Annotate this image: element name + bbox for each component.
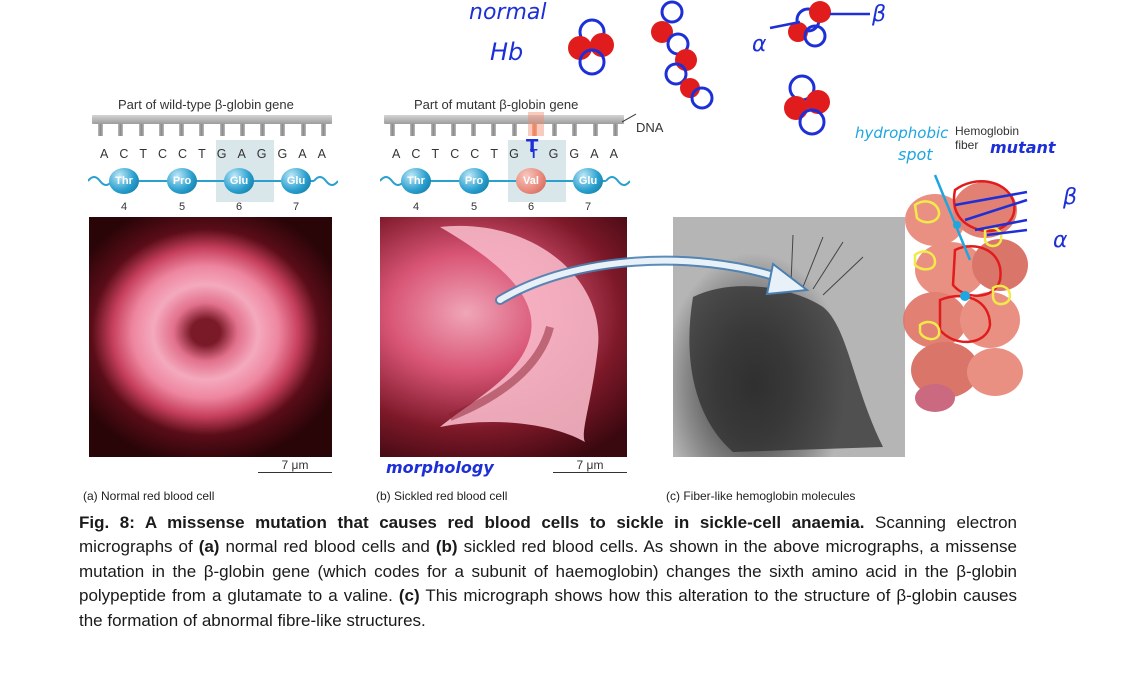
sickled-red-blood-cell-micrograph: [380, 217, 627, 457]
mutant-positions: 4 5 6 7: [413, 201, 592, 213]
caption-c: (c) Fiber-like hemoglobin molecules: [666, 489, 856, 503]
figure-caption: Fig. 8: A missense mutation that causes …: [79, 513, 1018, 630]
scale-bar-b: 7 μm: [553, 458, 627, 473]
dna-leader-line: [622, 113, 637, 123]
hemoglobin-fiber-label: Hemoglobin fiber: [955, 124, 1019, 152]
scale-bar-a: 7 μm: [258, 458, 332, 473]
fiber-texture: [689, 234, 883, 452]
wild-type-positions: 4 5 6 7: [121, 201, 300, 213]
mutant-dna-teeth: [390, 124, 618, 136]
mutation-site-highlight: [528, 112, 544, 136]
handwritten-hydrophobic: hydrophobic: [855, 124, 949, 142]
wild-type-dna-teeth: [98, 124, 326, 136]
hemoglobin-label-line1: Hemoglobin: [955, 124, 1020, 138]
hemoglobin-fiber-illustration: [903, 174, 1028, 412]
caption-a: (a) Normal red blood cell: [83, 489, 215, 503]
handwritten-alpha-right: α: [1053, 228, 1068, 253]
hemoglobin-sketch-drawing: [568, 0, 870, 136]
hemoglobin-fiber-micrograph: [673, 217, 905, 457]
amino-acid-glu: Glu: [573, 168, 603, 194]
figure-caption-label: Fig. 8: A missense mutation that causes …: [79, 513, 865, 532]
handwritten-mutant: mutant: [990, 138, 1056, 157]
handwritten-normal: normal: [469, 0, 547, 25]
amino-acid-glu: Glu: [224, 168, 254, 194]
wild-type-gene-title: Part of wild-type β-globin gene: [118, 97, 294, 112]
wild-type-polypeptide-line: [88, 176, 338, 186]
handwritten-beta-top: β: [872, 2, 887, 27]
mutant-amino-acids: Thr Pro Val Glu: [380, 168, 630, 194]
amino-acid-thr: Thr: [109, 168, 139, 194]
hemoglobin-label-line2: fiber: [955, 138, 979, 152]
handwritten-hb: Hb: [490, 38, 524, 66]
handwritten-mutation-mark: T: [526, 136, 539, 157]
scale-label-b: 7 μm: [576, 458, 604, 472]
normal-red-blood-cell-micrograph: [89, 217, 332, 457]
wild-type-amino-acids: Thr Pro Glu Glu: [88, 168, 338, 194]
dna-label: DNA: [636, 120, 664, 135]
amino-acid-glu: Glu: [281, 168, 311, 194]
handwritten-alpha-top: α: [752, 32, 767, 57]
caption-b: (b) Sickled red blood cell: [376, 489, 508, 503]
arrow-to-fiber: [495, 255, 810, 305]
handwritten-beta-right: β: [1063, 185, 1078, 210]
handwritten-spot: spot: [898, 145, 933, 164]
mutant-polypeptide-line: [380, 176, 630, 186]
amino-acid-val: Val: [516, 168, 546, 194]
amino-acid-pro: Pro: [167, 168, 197, 194]
wild-type-dna-backbone: [92, 115, 332, 124]
amino-acid-thr: Thr: [401, 168, 431, 194]
mutant-dna-backbone: [384, 115, 624, 124]
mutant-gene-title: Part of mutant β-globin gene: [414, 97, 579, 112]
amino-acid-pro: Pro: [459, 168, 489, 194]
scale-label-a: 7 μm: [281, 458, 309, 472]
handwritten-morphology: morphology: [386, 458, 494, 477]
